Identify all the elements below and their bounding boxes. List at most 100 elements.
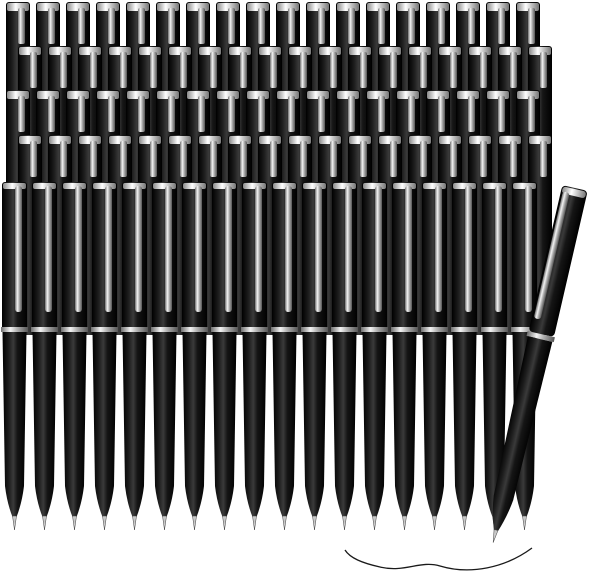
pen-ring	[451, 327, 478, 332]
pen-lower-barrel	[302, 332, 327, 517]
pen-clip	[465, 186, 472, 312]
pen-lower-barrel	[242, 332, 267, 517]
pen-upper-barrel	[452, 182, 477, 330]
pen-ring	[481, 327, 508, 332]
pen-tip	[72, 515, 77, 531]
pen	[271, 182, 298, 531]
pen-tip	[102, 515, 107, 531]
pen-tip	[222, 515, 227, 531]
pen-cap-top	[423, 183, 446, 189]
pen-cap-top	[483, 183, 506, 189]
pen-tip	[42, 515, 47, 531]
pen-upper-barrel	[302, 182, 327, 330]
pen-ring	[1, 327, 28, 332]
front-row-of-pens	[1, 182, 538, 531]
pen-cap-top	[333, 183, 356, 189]
pen-upper-barrel	[332, 182, 357, 330]
pen-clip	[135, 186, 142, 312]
pen-upper-barrel	[32, 182, 57, 330]
pen-lower-barrel	[362, 332, 387, 517]
pen-lower-barrel	[2, 332, 27, 517]
pen-upper-barrel	[512, 182, 537, 330]
pen-ring	[31, 327, 58, 332]
pen-lower-barrel	[122, 332, 147, 517]
pen-clip	[495, 186, 502, 312]
pen-cap-top	[273, 183, 296, 189]
pen-ring	[331, 327, 358, 332]
pen-lower-barrel	[182, 332, 207, 517]
pen-lower-barrel	[392, 332, 417, 517]
pen-upper-barrel	[62, 182, 87, 330]
pen-upper-barrel	[392, 182, 417, 330]
pen	[481, 182, 508, 531]
pen-clip	[105, 186, 112, 312]
pen-ring	[361, 327, 388, 332]
pen-ring	[151, 327, 178, 332]
pen-clip	[525, 186, 532, 312]
pen-lower-barrel	[452, 332, 477, 517]
pen-lower-barrel	[212, 332, 237, 517]
pen-tip	[282, 515, 287, 531]
tilted-pen-tip	[492, 529, 499, 543]
pen-clip	[45, 186, 52, 312]
pen-tip	[12, 515, 17, 531]
pen-upper-barrel	[242, 182, 267, 330]
pen-ring	[61, 327, 88, 332]
pen-cap-top	[363, 183, 386, 189]
pen-tip	[372, 515, 377, 531]
pen-ring	[271, 327, 298, 332]
pen-upper-barrel	[182, 182, 207, 330]
pen-ring	[421, 327, 448, 332]
ink-squiggle	[344, 547, 533, 571]
pen	[121, 182, 148, 531]
pen-ring	[391, 327, 418, 332]
pen-upper-barrel	[92, 182, 117, 330]
tilted-pen-lower-barrel	[492, 336, 553, 532]
pen-upper-barrel	[362, 182, 387, 330]
pen-cap-top	[153, 183, 176, 189]
pen-lower-barrel	[332, 332, 357, 517]
pen-lower-barrel	[272, 332, 297, 517]
pen-ring	[301, 327, 328, 332]
pen	[181, 182, 208, 531]
pen-ring	[241, 327, 268, 332]
pen-tip	[132, 515, 137, 531]
pen-upper-barrel	[422, 182, 447, 330]
tilted-pen-cap-top	[562, 186, 586, 198]
pen-lower-barrel	[92, 332, 117, 517]
pen	[1, 182, 28, 531]
pen-cap-top	[63, 183, 86, 189]
pen	[151, 182, 178, 531]
pen	[241, 182, 268, 531]
pen-cap-top	[213, 183, 236, 189]
pen-lower-barrel	[422, 332, 447, 517]
pen-clip	[345, 186, 352, 312]
pen-cap-top	[3, 183, 26, 189]
pen-clip	[165, 186, 172, 312]
pen-clip	[375, 186, 382, 312]
pen	[451, 182, 478, 531]
pen-upper-barrel	[122, 182, 147, 330]
pen-clip	[405, 186, 412, 312]
pen	[301, 182, 328, 531]
pen-lower-barrel	[32, 332, 57, 517]
pen-clip	[225, 186, 232, 312]
pen-cap-top	[513, 183, 536, 189]
pen-ring	[121, 327, 148, 332]
pen-upper-barrel	[482, 182, 507, 330]
pen-upper-barrel	[272, 182, 297, 330]
pen-tip	[192, 515, 197, 531]
pen-upper-barrel	[2, 182, 27, 330]
pen-tip	[162, 515, 167, 531]
pen	[211, 182, 238, 531]
pen-ring	[181, 327, 208, 332]
pen	[391, 182, 418, 531]
pen-ring	[211, 327, 238, 332]
pen-cap-top	[33, 183, 56, 189]
pen-clip	[15, 186, 22, 312]
pen-cap-top	[183, 183, 206, 189]
pen	[91, 182, 118, 531]
pen-tip	[462, 515, 467, 531]
pen-clip	[435, 186, 442, 312]
pen-upper-barrel	[152, 182, 177, 330]
